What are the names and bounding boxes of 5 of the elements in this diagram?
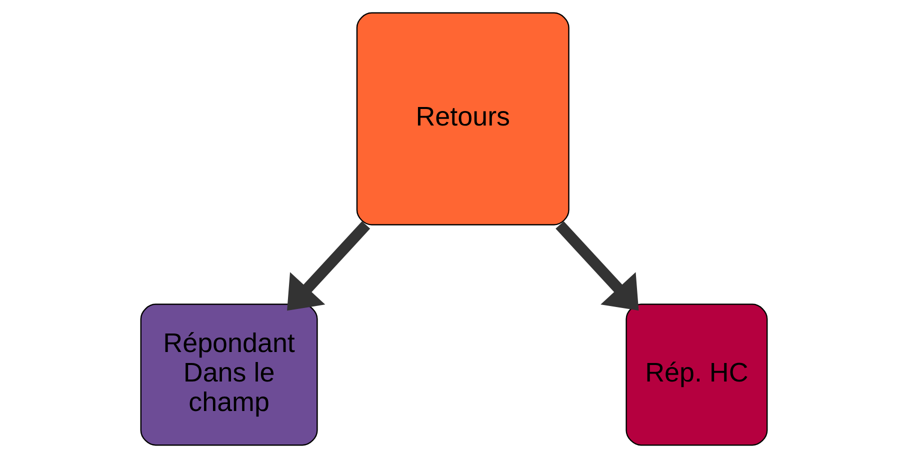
node-box: Retours	[356, 12, 570, 226]
node-box: Répondant Dans le champ	[140, 304, 318, 446]
arrow	[287, 221, 370, 311]
node-box: Rép. HC	[626, 304, 768, 446]
arrow	[556, 221, 639, 311]
